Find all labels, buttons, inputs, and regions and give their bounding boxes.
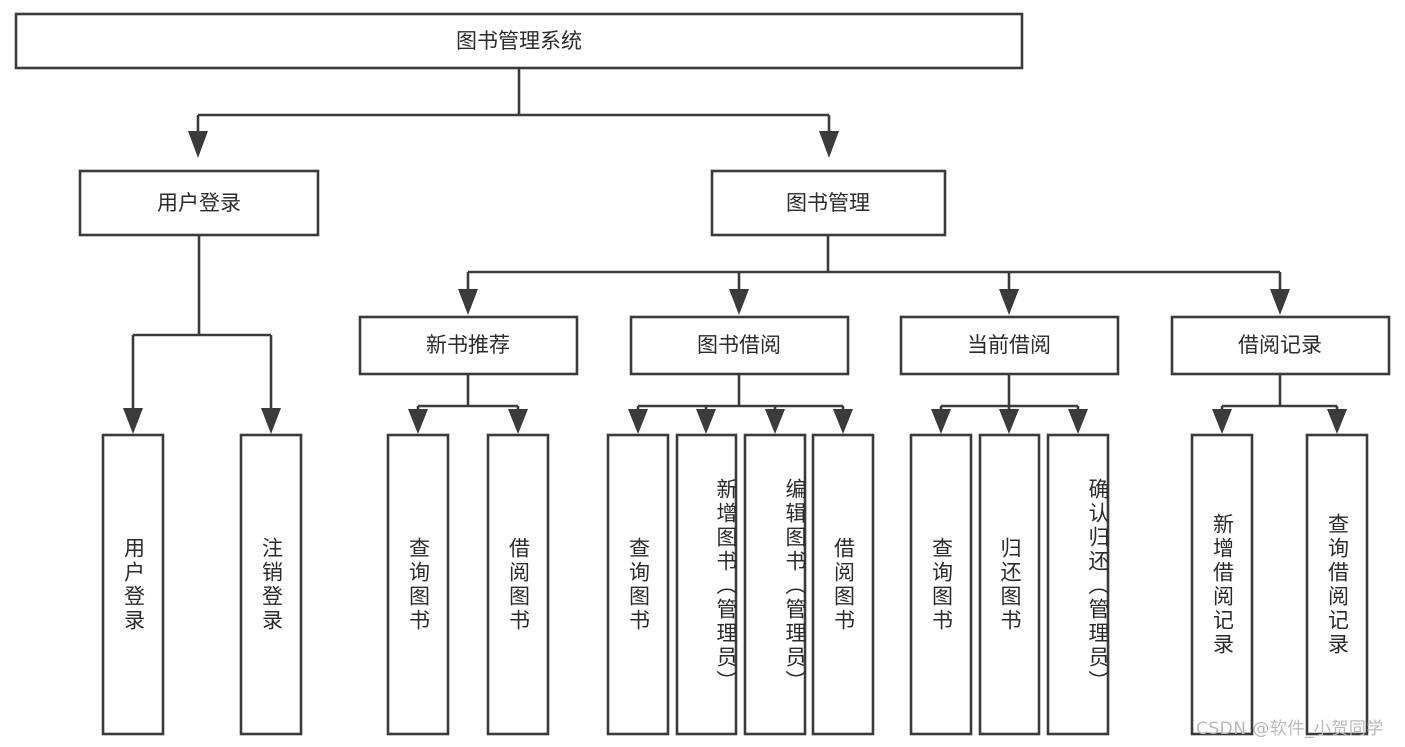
arrow-icon-user-login-leaf-2 [261, 408, 281, 434]
arrow-icon-to-borrow-records [1270, 289, 1290, 315]
book-borrow-box[interactable] [629, 315, 850, 376]
node-current-borrow[interactable]: 当前借阅 [899, 315, 1120, 376]
arrow-icon-bb-leaf-2 [696, 409, 716, 434]
leaf-box-cb-3[interactable] [1046, 433, 1110, 736]
arrow-icon-br-leaf-2 [1327, 409, 1347, 434]
leaf-box-br-1[interactable] [1190, 433, 1254, 736]
node-book-manage[interactable]: 图书管理 [710, 169, 947, 237]
arrow-icon-bb-leaf-4 [833, 409, 853, 434]
leaf-box-user-login-1[interactable] [101, 433, 165, 736]
book-borrow-label: 图书借阅 [697, 333, 781, 357]
leaf-box-nbr-2[interactable] [486, 433, 550, 736]
arrow-icon-to-new-book [458, 289, 478, 315]
user-login-label: 用户登录 [157, 191, 241, 215]
leaf-box-bb-4[interactable] [811, 433, 875, 736]
node-book-borrow[interactable]: 图书借阅 [629, 315, 850, 376]
leaf-box-bb-2[interactable] [675, 433, 738, 736]
csdn-watermark: CSDN @软件_小贺同学 [1196, 719, 1384, 739]
book-manage-label: 图书管理 [786, 191, 870, 215]
borrow-records-label: 借阅记录 [1238, 333, 1322, 357]
leaf-box-br-2[interactable] [1305, 433, 1369, 736]
new-book-recommend-label: 新书推荐 [426, 333, 510, 357]
new-book-recommend-box[interactable] [358, 315, 579, 376]
arrow-icon-cb-leaf-1 [931, 409, 951, 434]
current-borrow-box[interactable] [899, 315, 1120, 376]
leaf-box-nbr-1[interactable] [386, 433, 450, 736]
root-label: 图书管理系统 [456, 29, 582, 53]
borrow-records-box[interactable] [1170, 315, 1391, 376]
arrow-icon-to-current-borrow [999, 289, 1019, 315]
node-borrow-records[interactable]: 借阅记录 [1170, 315, 1391, 376]
arrow-icon-to-book-manage [819, 131, 839, 158]
arrow-icon-cb-leaf-3 [1068, 409, 1088, 434]
arrow-icon-bb-leaf-3 [765, 409, 785, 434]
arrow-icon-cb-leaf-2 [999, 409, 1019, 434]
node-root[interactable]: 图书管理系统 [14, 12, 1024, 70]
leaf-box-bb-3[interactable] [743, 433, 807, 736]
arrow-icon-nbr-leaf-1 [408, 409, 428, 434]
arrow-icon-br-leaf-1 [1212, 409, 1232, 434]
leaf-box-cb-1[interactable] [909, 433, 973, 736]
arrow-icon-user-login-leaf-1 [123, 408, 143, 434]
arrow-icon-nbr-leaf-2 [508, 409, 528, 434]
node-new-book-recommend[interactable]: 新书推荐 [358, 315, 579, 376]
arrow-icon-to-user-login [188, 131, 208, 158]
node-user-login[interactable]: 用户登录 [78, 169, 320, 237]
arrow-icon-to-book-borrow [729, 289, 749, 315]
leaf-box-bb-1[interactable] [606, 433, 670, 736]
root-box[interactable] [14, 12, 1024, 70]
book-manage-box[interactable] [710, 169, 947, 237]
current-borrow-label: 当前借阅 [967, 333, 1051, 357]
leaf-box-user-login-2[interactable] [239, 433, 303, 736]
leaf-box-cb-2[interactable] [978, 433, 1041, 736]
arrow-icon-bb-leaf-1 [628, 409, 648, 434]
